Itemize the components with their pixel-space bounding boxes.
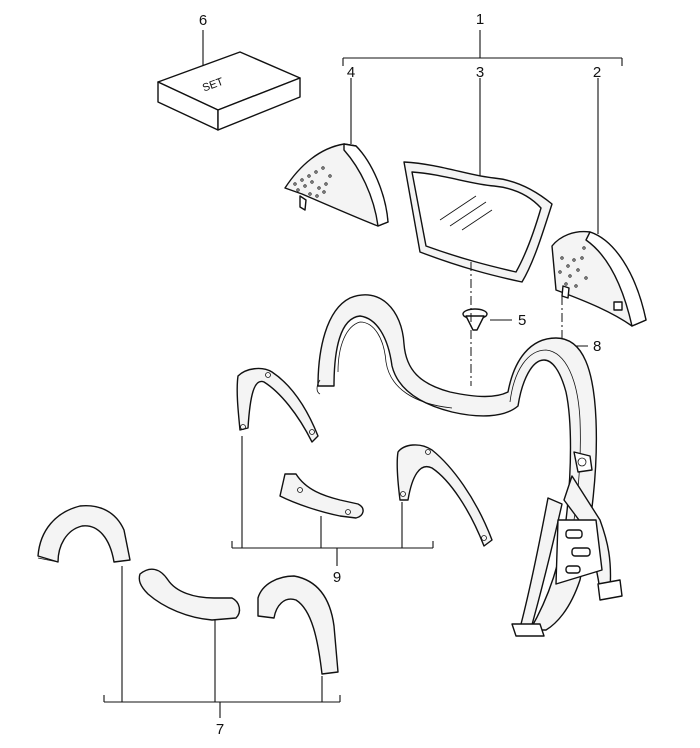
bracket-1	[342, 30, 623, 66]
callout-6: 6	[199, 12, 207, 29]
callout-4: 4	[347, 64, 355, 81]
bracket-9	[231, 436, 434, 566]
roll-bar-frame	[316, 294, 623, 637]
part-9-right-trim	[396, 444, 493, 547]
callout-7: 7	[216, 721, 224, 738]
part-9-center-trim	[279, 473, 364, 519]
callout-5: 5	[518, 312, 526, 329]
part-9-left-trim	[236, 367, 319, 443]
callout-2: 2	[593, 64, 601, 81]
part-2-right-panel	[551, 230, 647, 327]
part-4-left-panel	[284, 143, 389, 227]
callout-1: 1	[476, 11, 484, 28]
part-5-clip	[462, 308, 488, 331]
bracket-7	[103, 566, 341, 718]
callout-8: 8	[593, 338, 601, 355]
part-3-wind-deflector	[403, 161, 553, 283]
part-7-center-cover	[138, 568, 241, 621]
part-7-right-cover	[257, 575, 339, 675]
set-box: SET	[157, 51, 301, 131]
callout-3: 3	[476, 64, 484, 81]
part-7-left-cover	[37, 505, 131, 563]
callout-9: 9	[333, 569, 341, 586]
